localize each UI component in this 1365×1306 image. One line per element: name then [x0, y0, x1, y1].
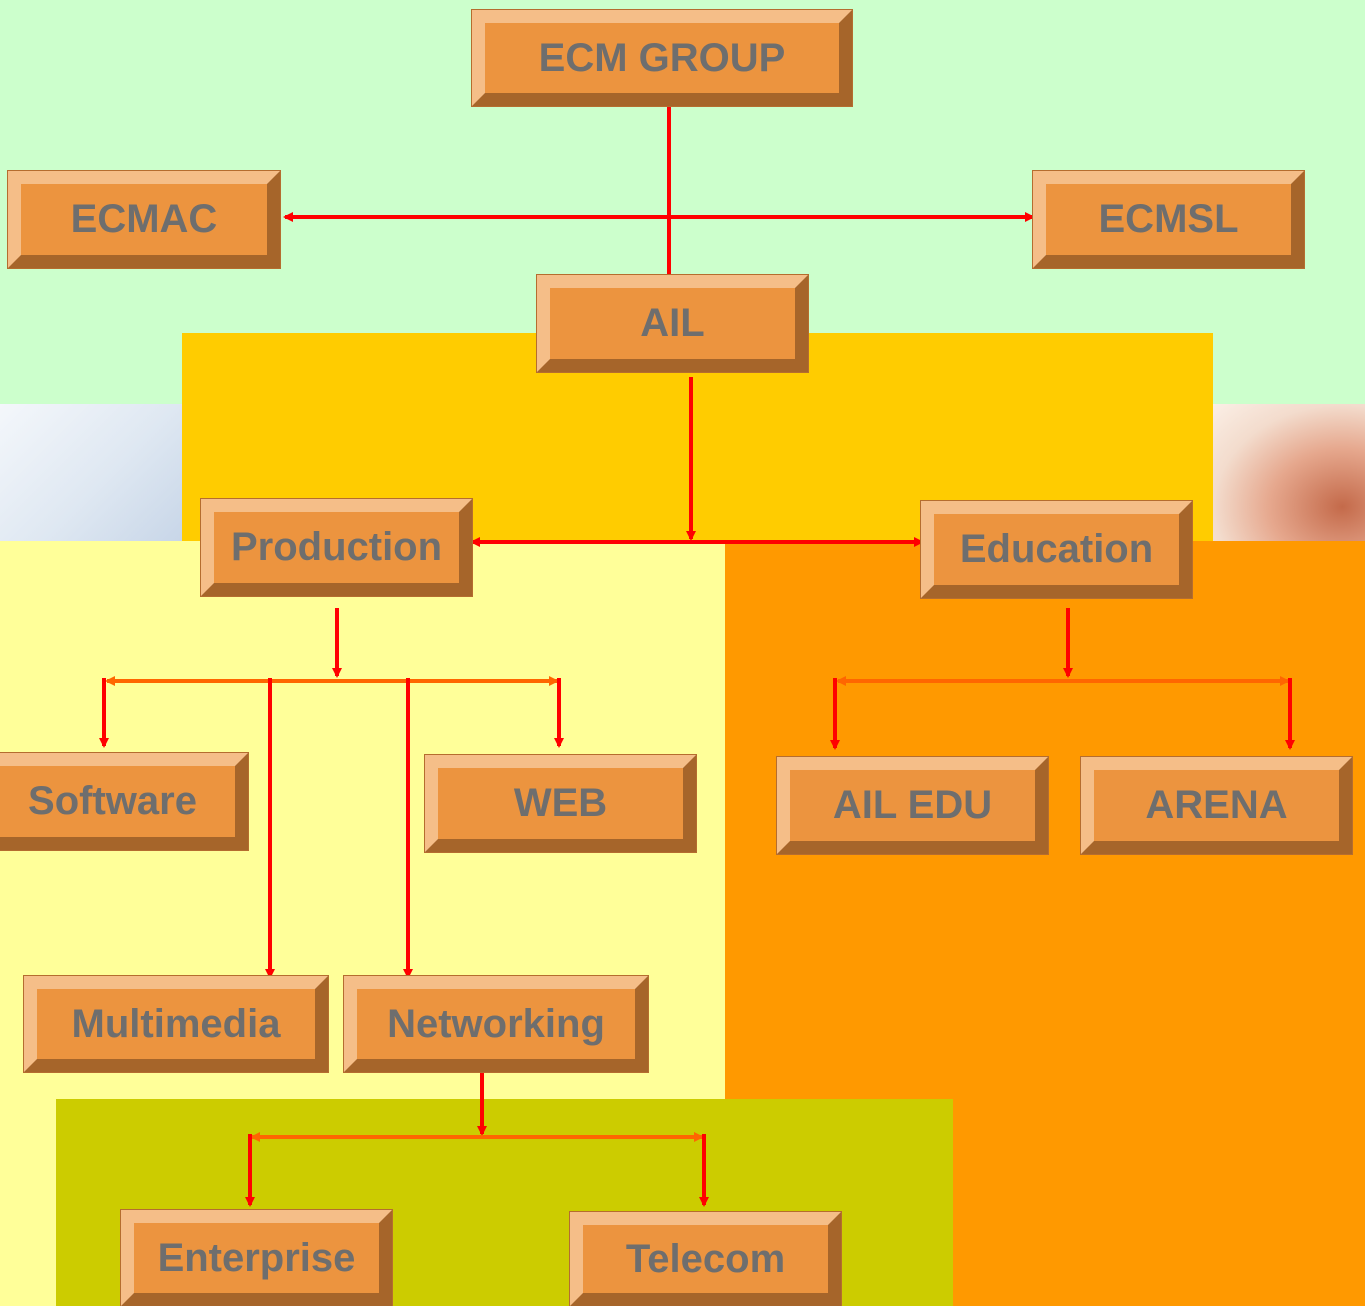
node-ecm-group: ECM GROUP — [472, 10, 852, 106]
background-photo-right — [1213, 404, 1365, 541]
node-enterprise: Enterprise — [121, 1210, 392, 1306]
node-education: Education — [921, 501, 1192, 598]
node-web: WEB — [425, 755, 696, 852]
node-software: Software — [0, 753, 248, 850]
node-networking: Networking — [344, 976, 648, 1072]
node-arena: ARENA — [1081, 757, 1352, 854]
node-production: Production — [201, 499, 472, 596]
node-ecmac: ECMAC — [8, 171, 280, 268]
node-ail: AIL — [537, 275, 808, 372]
background-photo-left — [0, 404, 182, 541]
node-ail-edu: AIL EDU — [777, 757, 1048, 854]
node-ecmsl: ECMSL — [1033, 171, 1304, 268]
node-telecom: Telecom — [570, 1212, 841, 1306]
node-multimedia: Multimedia — [24, 976, 328, 1072]
